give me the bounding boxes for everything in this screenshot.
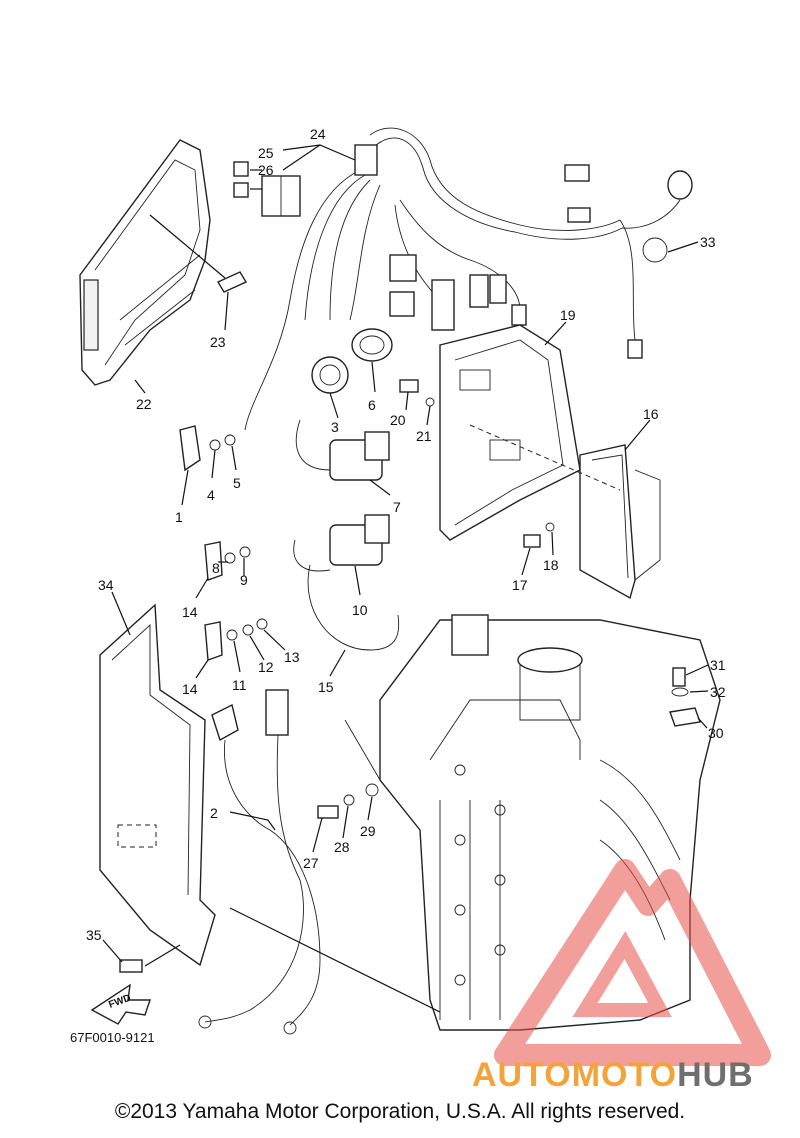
relay-part-7 xyxy=(329,431,390,481)
watermark-brand-part1: AUTOMOTO xyxy=(472,1056,678,1094)
callout-5: 5 xyxy=(233,475,241,491)
callout-11: 11 xyxy=(232,677,247,693)
callout-4: 4 xyxy=(207,487,215,503)
bolt-part-17 xyxy=(523,534,541,548)
washer-part-18 xyxy=(545,522,555,532)
clip-part-23 xyxy=(149,214,248,293)
washer-part-32 xyxy=(671,687,689,697)
assembly-line-19-16 xyxy=(469,424,621,491)
callout-2: 2 xyxy=(210,805,218,821)
callout-13: 13 xyxy=(284,649,300,665)
boot-part-1 xyxy=(179,425,201,472)
boot-part-14b xyxy=(204,621,223,661)
fwd-arrow-icon: FWD xyxy=(90,983,151,1025)
plate-part-30 xyxy=(669,707,701,727)
cable-part-2 xyxy=(198,689,321,1035)
callout-34: 34 xyxy=(98,577,114,593)
copyright-footer: ©2013 Yamaha Motor Corporation, U.S.A. A… xyxy=(114,1100,686,1123)
callout-33: 33 xyxy=(700,234,716,250)
callout-24: 24 xyxy=(310,126,326,142)
callout-numbers: 1 2 3 4 5 6 7 8 9 10 11 12 13 14 14 15 1… xyxy=(86,126,726,943)
callout-6: 6 xyxy=(368,397,376,413)
callout-leaders xyxy=(102,144,709,963)
relay-part-10 xyxy=(329,514,390,566)
callout-18: 18 xyxy=(543,557,559,573)
callout-1: 1 xyxy=(175,509,183,525)
watermark-logo-icon xyxy=(494,859,771,1066)
wire-harness-part-24 xyxy=(244,127,693,431)
bracket-part-19 xyxy=(439,324,581,541)
relay-part-3 xyxy=(311,356,349,394)
callout-10: 10 xyxy=(352,602,368,618)
watermark-brand-part2: HUB xyxy=(677,1056,754,1094)
callout-7: 7 xyxy=(393,499,401,515)
bracket-part-16 xyxy=(579,444,661,600)
callout-3: 3 xyxy=(331,419,339,435)
callout-15: 15 xyxy=(318,679,334,695)
cover-part-34 xyxy=(99,603,216,967)
connector-part-25 xyxy=(233,161,249,198)
callout-25: 25 xyxy=(258,145,274,161)
washer-part-21 xyxy=(425,397,435,407)
callout-32: 32 xyxy=(710,684,726,700)
callout-8: 8 xyxy=(212,560,220,576)
relay-lead-a xyxy=(295,419,331,471)
engine-block xyxy=(379,614,721,1031)
callout-19: 19 xyxy=(560,307,576,323)
callout-26: 26 xyxy=(258,162,274,178)
nuts-washers xyxy=(209,434,268,641)
callout-21: 21 xyxy=(416,428,432,444)
figure-code: 67F0010-9121 xyxy=(70,1030,155,1045)
washer-part-29 xyxy=(365,783,379,797)
relay-part-6 xyxy=(351,328,393,362)
callout-16: 16 xyxy=(643,406,659,422)
callout-31: 31 xyxy=(710,657,726,673)
bolt-part-35 xyxy=(119,959,143,973)
bolt-part-27 xyxy=(317,805,339,819)
watermark-text: AUTOMOTOHUB xyxy=(472,1056,754,1095)
ref-line-35 xyxy=(144,944,181,967)
callout-30: 30 xyxy=(708,725,724,741)
callout-17: 17 xyxy=(512,577,528,593)
connector-part-26 xyxy=(261,175,301,217)
callout-28: 28 xyxy=(334,839,350,855)
ref-line-34-engine xyxy=(229,907,441,1013)
callout-14a: 14 xyxy=(182,604,198,620)
boot-part-14a xyxy=(204,541,223,581)
callout-29: 29 xyxy=(360,823,376,839)
callout-22: 22 xyxy=(136,396,152,412)
ground-wire xyxy=(344,719,381,781)
callout-12: 12 xyxy=(258,659,274,675)
lead-part-15 xyxy=(307,564,400,651)
cover-part-22 xyxy=(79,139,211,386)
relay-lead-b xyxy=(293,539,331,572)
callout-35: 35 xyxy=(86,927,102,943)
callout-9: 9 xyxy=(240,572,248,588)
callout-20: 20 xyxy=(390,412,406,428)
washer-part-28 xyxy=(343,794,355,806)
callout-14b: 14 xyxy=(182,681,198,697)
bolt-part-31 xyxy=(672,667,686,687)
bolt-part-20 xyxy=(399,379,419,393)
callout-27: 27 xyxy=(303,855,319,871)
callout-23: 23 xyxy=(210,334,226,350)
